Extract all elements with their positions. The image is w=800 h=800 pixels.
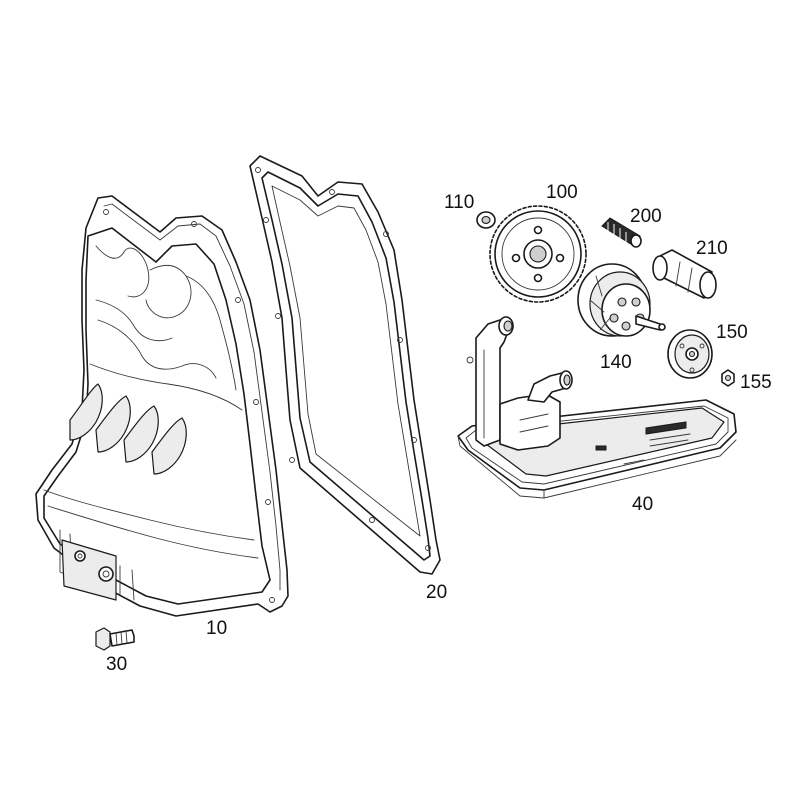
nut-part-155[interactable] (721, 369, 735, 387)
callout-150: 150 (716, 322, 748, 343)
gear-part-100[interactable] (489, 205, 587, 303)
callout-110: 110 (444, 192, 474, 213)
cover-part-150[interactable] (667, 329, 713, 379)
washer-part-110[interactable] (476, 211, 496, 229)
callout-210: 210 (696, 238, 728, 259)
oil-filter-part-40[interactable] (457, 316, 737, 499)
pump-assembly-part-140[interactable] (577, 263, 666, 337)
callout-20: 20 (426, 582, 447, 603)
callout-30: 30 (106, 654, 127, 675)
callout-155: 155 (740, 372, 772, 393)
oil-pan-part-10[interactable] (35, 195, 289, 617)
callout-140: 140 (600, 352, 632, 373)
callout-10: 10 (206, 618, 227, 639)
callout-200: 200 (630, 206, 662, 227)
callout-100: 100 (546, 182, 578, 203)
filter-element-part-210[interactable] (652, 249, 717, 299)
callout-40: 40 (632, 494, 653, 515)
gasket-part-20[interactable] (249, 155, 441, 575)
spring-part-200[interactable] (601, 217, 642, 248)
bolt-part-30[interactable] (95, 627, 135, 651)
